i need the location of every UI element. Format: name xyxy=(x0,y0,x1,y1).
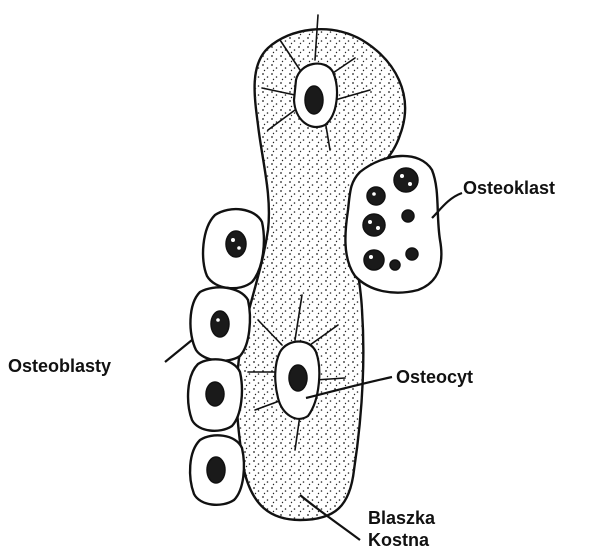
label-blaszka: Blaszka xyxy=(368,508,436,528)
osteoblast-cell-4 xyxy=(190,435,244,504)
label-osteocyt: Osteocyt xyxy=(396,367,473,387)
osteoblast-cell-3 xyxy=(188,359,242,430)
label-osteoblasty: Osteoblasty xyxy=(8,356,111,376)
osteoblast-cell-1 xyxy=(203,209,264,288)
label-osteoklast: Osteoklast xyxy=(463,178,555,198)
osteoblast-cell-2 xyxy=(190,287,250,360)
leader-osteoblasty xyxy=(165,340,192,362)
label-kostna: Kostna xyxy=(368,530,430,550)
osteoclast-cell xyxy=(345,156,441,293)
